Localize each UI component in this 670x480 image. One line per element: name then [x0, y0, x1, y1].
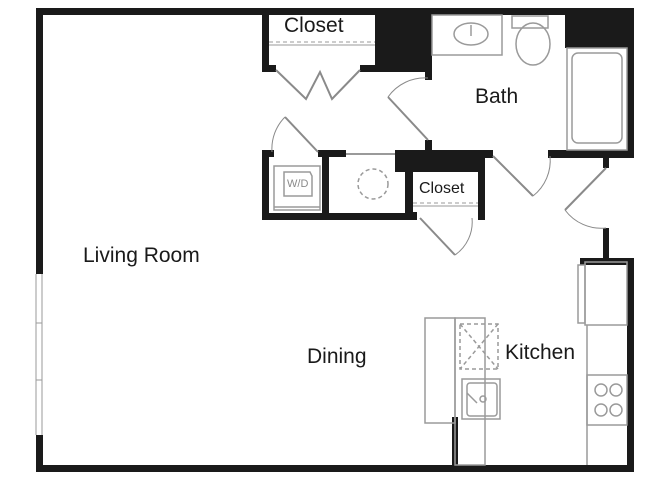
- walls: [36, 8, 634, 472]
- doors: [271, 69, 607, 256]
- room-label-bath: Bath: [475, 85, 519, 108]
- window: [35, 274, 43, 435]
- washer-dryer-icon: [273, 165, 389, 211]
- room-label-living-room: Living Room: [83, 244, 200, 267]
- bath-fixtures: [431, 14, 628, 151]
- washer-dryer-label: W/D: [287, 178, 309, 190]
- room-label-kitchen: Kitchen: [505, 341, 576, 364]
- room-label-dining: Dining: [307, 345, 367, 368]
- room-label-closet-top: Closet: [284, 14, 344, 37]
- room-label-closet-small: Closet: [419, 180, 465, 197]
- kitchen-fixtures: [424, 261, 628, 466]
